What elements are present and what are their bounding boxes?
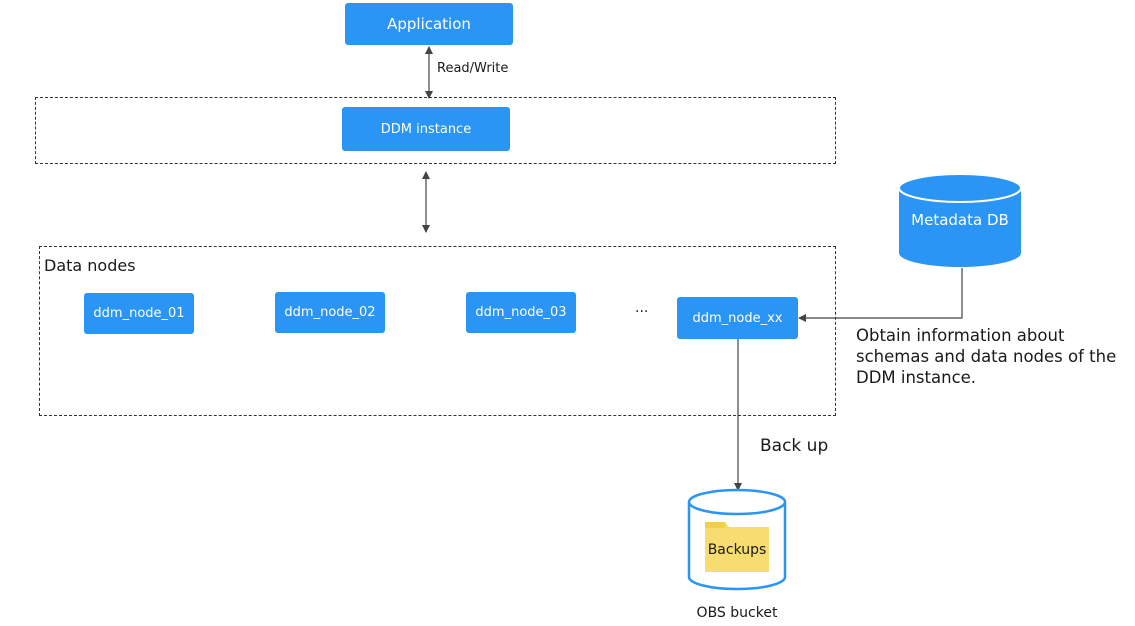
node-label: ddm_node_01 — [93, 306, 185, 321]
data-nodes-container — [39, 246, 836, 416]
metadata-note: Obtain information about schemas and dat… — [856, 325, 1116, 388]
read-write-label: Read/Write — [437, 61, 509, 76]
ddm-instance-label: DDM instance — [380, 121, 472, 137]
node-box-03: ddm_node_03 — [466, 292, 576, 333]
application-label: Application — [387, 15, 471, 33]
metadata-arrow — [798, 268, 963, 322]
backups-folder-label: Backups — [707, 542, 767, 558]
metadata-db-cylinder — [898, 173, 1022, 267]
ddm-instance-container — [35, 97, 836, 164]
obs-bucket-cylinder — [687, 488, 787, 591]
nodes-ellipsis: ... — [635, 300, 649, 316]
node-label: ddm_node_03 — [475, 305, 567, 320]
node-box-02: ddm_node_02 — [275, 292, 385, 333]
metadata-note-line: Obtain information about — [856, 326, 1065, 345]
node-box-01: ddm_node_01 — [84, 293, 194, 334]
obs-bucket-label: OBS bucket — [696, 605, 778, 621]
metadata-note-line: DDM instance. — [856, 368, 977, 387]
metadata-db-label: Metadata DB — [911, 211, 1009, 229]
ddm-instance-box: DDM instance — [342, 107, 510, 151]
data-nodes-title: Data nodes — [44, 256, 136, 275]
node-box-xx: ddm_node_xx — [677, 297, 798, 339]
node-label: ddm_node_xx — [692, 310, 783, 326]
application-box: Application — [345, 3, 513, 45]
backups-folder-icon — [705, 522, 769, 572]
backup-label: Back up — [760, 436, 829, 456]
node-label: ddm_node_02 — [284, 305, 376, 320]
metadata-note-line: schemas and data nodes of the — [856, 347, 1117, 366]
